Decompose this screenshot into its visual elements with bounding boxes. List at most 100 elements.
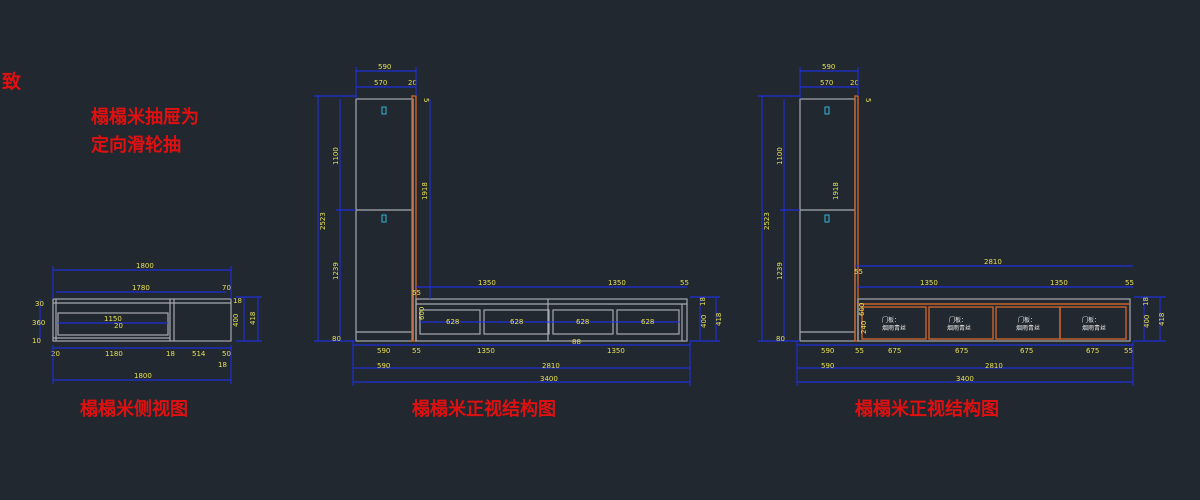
svg-text:590: 590: [821, 362, 834, 370]
front-view-1: 628 628 628 628 88 600 590 570 20 5 2523…: [314, 63, 723, 386]
svg-text:1239: 1239: [776, 262, 784, 280]
svg-text:600: 600: [418, 307, 426, 320]
tall-cabinet-2: [799, 98, 856, 342]
svg-text:烟雨青丝: 烟雨青丝: [1082, 324, 1106, 332]
tatami-base-2: [857, 298, 1131, 342]
svg-text:18: 18: [218, 361, 227, 369]
svg-text:418: 418: [1158, 313, 1166, 326]
svg-text:20: 20: [408, 79, 417, 87]
side-view-body: [52, 298, 232, 342]
svg-text:675: 675: [1020, 347, 1033, 355]
svg-text:628: 628: [641, 318, 654, 326]
svg-text:5: 5: [422, 98, 430, 102]
svg-text:360: 360: [32, 319, 45, 327]
side-view-title: 榻榻米侧视图: [80, 398, 188, 420]
drawer-note-line-1: 榻榻米抽屉为: [91, 106, 199, 128]
svg-text:18: 18: [1142, 297, 1150, 306]
svg-text:18: 18: [699, 297, 707, 306]
svg-text:55: 55: [680, 279, 689, 287]
svg-text:55: 55: [855, 347, 864, 355]
svg-text:570: 570: [820, 79, 833, 87]
svg-text:50: 50: [222, 350, 231, 358]
svg-text:55: 55: [412, 289, 421, 297]
side-view: 1150 20 1800 1780 70 30 360 10 18 400 41…: [32, 262, 262, 384]
svg-text:80: 80: [332, 335, 341, 343]
svg-text:1350: 1350: [607, 347, 625, 355]
svg-text:88: 88: [572, 338, 581, 346]
svg-text:675: 675: [955, 347, 968, 355]
svg-text:570: 570: [374, 79, 387, 87]
door-panel: [861, 306, 927, 340]
svg-text:675: 675: [1086, 347, 1099, 355]
side-board: [411, 95, 417, 342]
svg-text:2810: 2810: [984, 258, 1002, 266]
svg-text:1350: 1350: [477, 347, 495, 355]
svg-text:18: 18: [233, 297, 242, 305]
svg-text:400: 400: [1143, 315, 1151, 328]
svg-text:1800: 1800: [134, 372, 152, 380]
door-panel: [928, 306, 994, 340]
svg-text:1918: 1918: [832, 182, 840, 200]
svg-text:5: 5: [864, 98, 872, 102]
svg-text:10: 10: [32, 337, 41, 345]
svg-text:门板：: 门板：: [1018, 316, 1036, 324]
svg-text:2810: 2810: [985, 362, 1003, 370]
drawer-note-line-2: 定向滑轮抽: [91, 134, 181, 156]
svg-text:400: 400: [700, 315, 708, 328]
svg-text:1350: 1350: [478, 279, 496, 287]
svg-text:3400: 3400: [956, 375, 974, 383]
svg-text:烟雨青丝: 烟雨青丝: [947, 324, 971, 332]
svg-text:1100: 1100: [332, 147, 340, 165]
svg-text:240: 240: [860, 321, 868, 334]
svg-text:1350: 1350: [920, 279, 938, 287]
svg-text:1350: 1350: [1050, 279, 1068, 287]
svg-text:1100: 1100: [776, 147, 784, 165]
svg-text:1239: 1239: [332, 262, 340, 280]
svg-text:590: 590: [377, 362, 390, 370]
svg-text:1800: 1800: [136, 262, 154, 270]
svg-text:1918: 1918: [421, 182, 429, 200]
front-view-2: 门板： 烟雨青丝 门板： 烟雨青丝 门板： 烟雨青丝 门板： 烟雨青丝 240 …: [758, 63, 1166, 386]
side-view-drawer: [57, 312, 169, 336]
svg-text:1350: 1350: [608, 279, 626, 287]
svg-text:80: 80: [776, 335, 785, 343]
svg-text:烟雨青丝: 烟雨青丝: [882, 324, 906, 332]
svg-text:514: 514: [192, 350, 206, 358]
svg-text:1150: 1150: [104, 315, 122, 323]
svg-text:55: 55: [854, 268, 863, 276]
svg-text:烟雨青丝: 烟雨青丝: [1016, 324, 1040, 332]
svg-text:590: 590: [378, 63, 391, 71]
svg-text:628: 628: [576, 318, 589, 326]
svg-text:55: 55: [1125, 279, 1134, 287]
svg-text:70: 70: [222, 284, 231, 292]
svg-text:55: 55: [412, 347, 421, 355]
svg-text:3400: 3400: [540, 375, 558, 383]
door-panel: [1059, 306, 1127, 340]
svg-text:628: 628: [510, 318, 523, 326]
svg-text:2810: 2810: [542, 362, 560, 370]
tall-cabinet: [355, 98, 414, 342]
svg-text:20: 20: [114, 322, 123, 330]
svg-text:600: 600: [858, 303, 866, 316]
svg-text:418: 418: [715, 313, 723, 326]
svg-text:400: 400: [232, 314, 240, 327]
svg-text:590: 590: [822, 63, 835, 71]
svg-text:55: 55: [1124, 347, 1133, 355]
svg-text:门板：: 门板：: [949, 316, 967, 324]
svg-text:590: 590: [377, 347, 390, 355]
corner-character: 致: [2, 70, 22, 93]
svg-text:2523: 2523: [763, 212, 771, 230]
svg-text:2523: 2523: [319, 212, 327, 230]
tatami-base: [415, 298, 688, 342]
front-view-1-title: 榻榻米正视结构图: [412, 398, 556, 420]
svg-text:675: 675: [888, 347, 901, 355]
svg-text:门板：: 门板：: [882, 316, 900, 324]
svg-text:门板：: 门板：: [1082, 316, 1100, 324]
svg-text:30: 30: [35, 300, 44, 308]
front-view-2-title: 榻榻米正视结构图: [855, 398, 999, 420]
svg-text:628: 628: [446, 318, 459, 326]
svg-text:20: 20: [850, 79, 859, 87]
svg-text:590: 590: [821, 347, 834, 355]
svg-text:418: 418: [249, 312, 257, 325]
